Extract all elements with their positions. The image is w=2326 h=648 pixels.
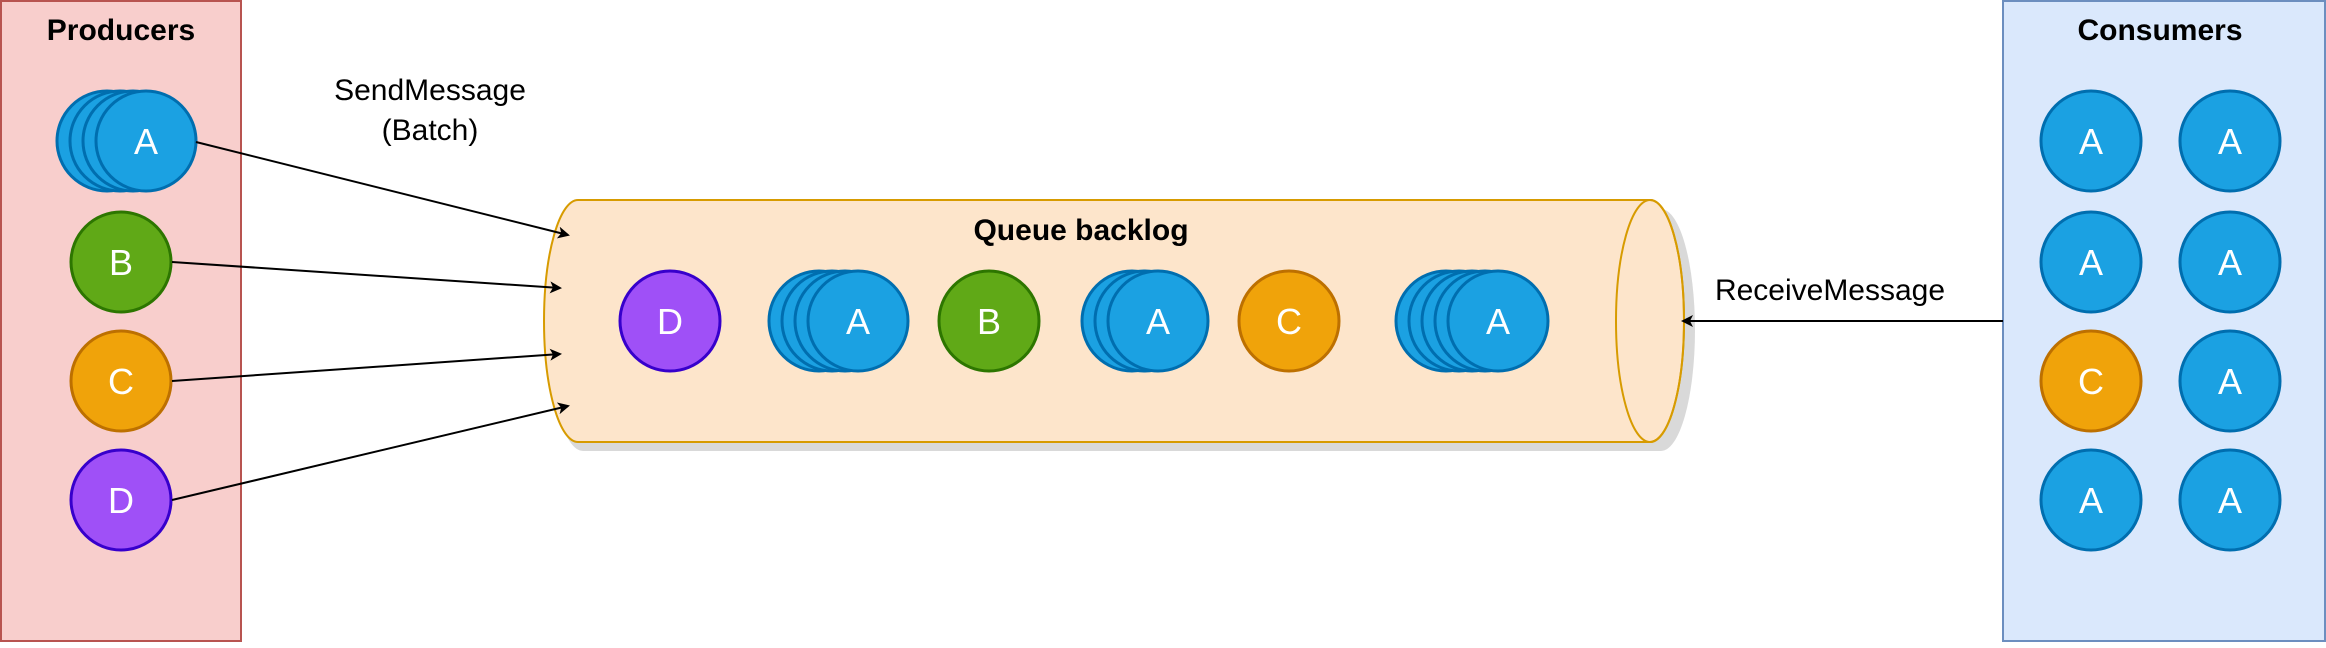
message-label: A — [2218, 242, 2242, 283]
message-label: A — [2218, 121, 2242, 162]
message-circle — [2039, 329, 2143, 433]
receive-message-label: ReceiveMessage — [1715, 274, 1945, 307]
message-circle — [2039, 210, 2143, 314]
queue-cylinder: Queue backlog D A B A C A — [543, 199, 1695, 451]
message-circle — [806, 269, 910, 373]
consumer-a: A — [2178, 329, 2282, 433]
consumer-a: A — [2178, 89, 2282, 193]
message-circle — [1446, 269, 1550, 373]
message-circle — [1106, 269, 1210, 373]
producer-message-b: B — [69, 210, 173, 314]
producer-nodes: A B C D — [55, 89, 198, 552]
message-circle — [2039, 89, 2143, 193]
message-label: C — [108, 361, 134, 402]
message-label: B — [977, 301, 1001, 342]
consumer-a: A — [2039, 448, 2143, 552]
message-label: D — [108, 480, 134, 521]
message-circle — [94, 89, 198, 193]
consumer-c: C — [2039, 329, 2143, 433]
message-label: A — [846, 301, 870, 342]
queue-message-a: A — [1394, 269, 1550, 373]
arrow-producer-d-to-queue — [171, 402, 570, 501]
message-label: A — [1486, 301, 1510, 342]
queue-message-a: A — [1080, 269, 1210, 373]
producers-panel: Producers A B C D — [0, 0, 242, 642]
message-label: D — [657, 301, 683, 342]
message-label: A — [134, 121, 158, 162]
send-message-label: SendMessage — [334, 74, 526, 107]
queue-message-c: C — [1237, 269, 1341, 373]
message-label: A — [2079, 121, 2103, 162]
arrow-producer-c-to-queue — [171, 348, 562, 382]
consumer-a: A — [2178, 210, 2282, 314]
message-circle — [69, 329, 173, 433]
message-circle — [69, 210, 173, 314]
message-label: A — [2079, 242, 2103, 283]
send-message-batch-label: (Batch) — [382, 114, 479, 147]
producer-message-c: C — [69, 329, 173, 433]
consumers-panel: Consumers A A A A C A A A — [2002, 0, 2326, 642]
consumer-a: A — [2178, 448, 2282, 552]
producer-message-d: D — [69, 448, 173, 552]
producers-title: Producers — [47, 14, 195, 47]
message-label: A — [2218, 361, 2242, 402]
message-circle — [1237, 269, 1341, 373]
consumers-panel-bg — [2002, 0, 2326, 642]
message-circle — [2178, 89, 2282, 193]
message-label: A — [2079, 480, 2103, 521]
consumer-a: A — [2039, 210, 2143, 314]
message-label: B — [109, 242, 133, 283]
arrows — [171, 141, 2003, 501]
producer-message-a: A — [55, 89, 198, 193]
message-circle — [2039, 448, 2143, 552]
message-label: A — [1146, 301, 1170, 342]
message-circle — [937, 269, 1041, 373]
queue-title: Queue backlog — [973, 214, 1188, 247]
arrow-producer-b-to-queue — [171, 261, 562, 294]
consumer-nodes: A A A A C A A A — [2039, 89, 2282, 552]
message-circle — [618, 269, 722, 373]
consumers-title: Consumers — [2077, 14, 2242, 47]
message-label: A — [2218, 480, 2242, 521]
message-circle — [2178, 210, 2282, 314]
message-circle — [69, 448, 173, 552]
message-circle — [2178, 329, 2282, 433]
arrow-producer-a-to-queue — [195, 141, 570, 239]
queue-message-a: A — [767, 269, 910, 373]
consumer-a: A — [2039, 89, 2143, 193]
message-label: C — [2078, 361, 2104, 402]
queue-message-b: B — [937, 269, 1041, 373]
queue-message-d: D — [618, 269, 722, 373]
message-circle — [2178, 448, 2282, 552]
message-label: C — [1276, 301, 1302, 342]
